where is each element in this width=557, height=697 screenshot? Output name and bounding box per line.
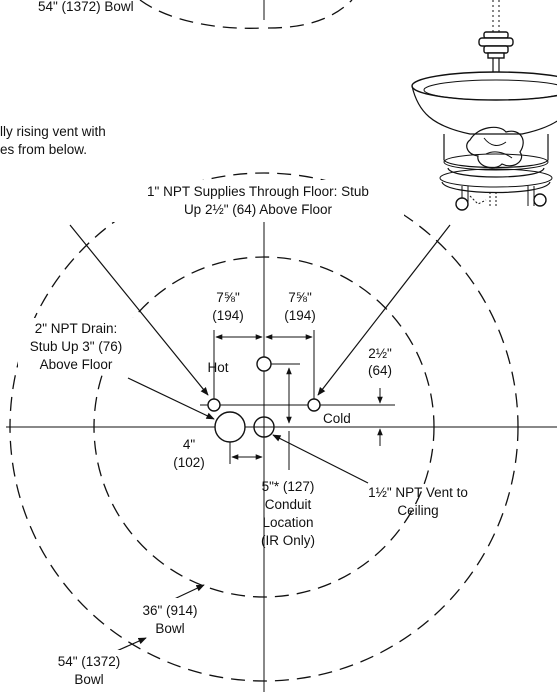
supplies-label-line2: Up 2½" (64) Above Floor [184,202,333,217]
dim-right-value: 7⅝" [288,290,312,305]
supplies-label-line1: 1" NPT Supplies Through Floor: Stub [147,184,369,199]
drain-label-line2: Stub Up 3" (76) [30,339,123,354]
hot-supply-leader [69,224,209,396]
top-partial-section: 54" (1372) Bowl lly rising vent with es … [0,0,353,157]
hot-supply-stub [207,398,221,412]
vent-label-line2: Ceiling [397,503,438,518]
conduit-stub [256,356,272,372]
drain-leader [127,377,215,420]
cold-supply-leader [317,224,451,396]
dim-left-metric: (194) [212,308,244,323]
top-bowl-label: 54" (1372) Bowl [38,0,134,14]
vent-note-line2: es from below. [0,142,87,157]
fixture-illustration [411,0,557,211]
rough-in-plan: 1" NPT Supplies Through Floor: Stub Up 2… [6,172,557,692]
bowl54-line2: Bowl [74,672,103,687]
drain-label-line3: Above Floor [40,357,113,372]
conduit-dim-line1: 5"* (127) [262,479,315,494]
hot-label: Hot [207,360,228,375]
top-bowl-arc [139,0,263,29]
bowl54-line1: 54" (1372) [58,654,121,669]
dim4-metric: (102) [173,455,205,470]
conduit-dim-line2: Conduit [265,497,312,512]
dim-right-metric: (194) [284,308,316,323]
height-dim-metric: (64) [368,363,392,378]
bowl36-line2: Bowl [155,621,184,636]
conduit-dim-line4: (IR Only) [261,533,315,548]
top-bowl-arc-right [267,0,353,29]
height-dim-value: 2½" [368,346,392,361]
vent-leader [272,434,369,484]
drain-stub [214,411,246,443]
bowl36-line1: 36" (914) [142,603,197,618]
dim4-value: 4" [183,437,196,452]
drain-label-line1: 2" NPT Drain: [35,321,118,336]
vent-note-line1: lly rising vent with [0,124,106,139]
dim-left-value: 7⅝" [216,290,240,305]
cold-label: Cold [323,411,351,426]
conduit-dim-line3: Location [262,515,313,530]
vent-label-line1: 1½" NPT Vent to [368,485,468,500]
cold-supply-stub [307,398,321,412]
